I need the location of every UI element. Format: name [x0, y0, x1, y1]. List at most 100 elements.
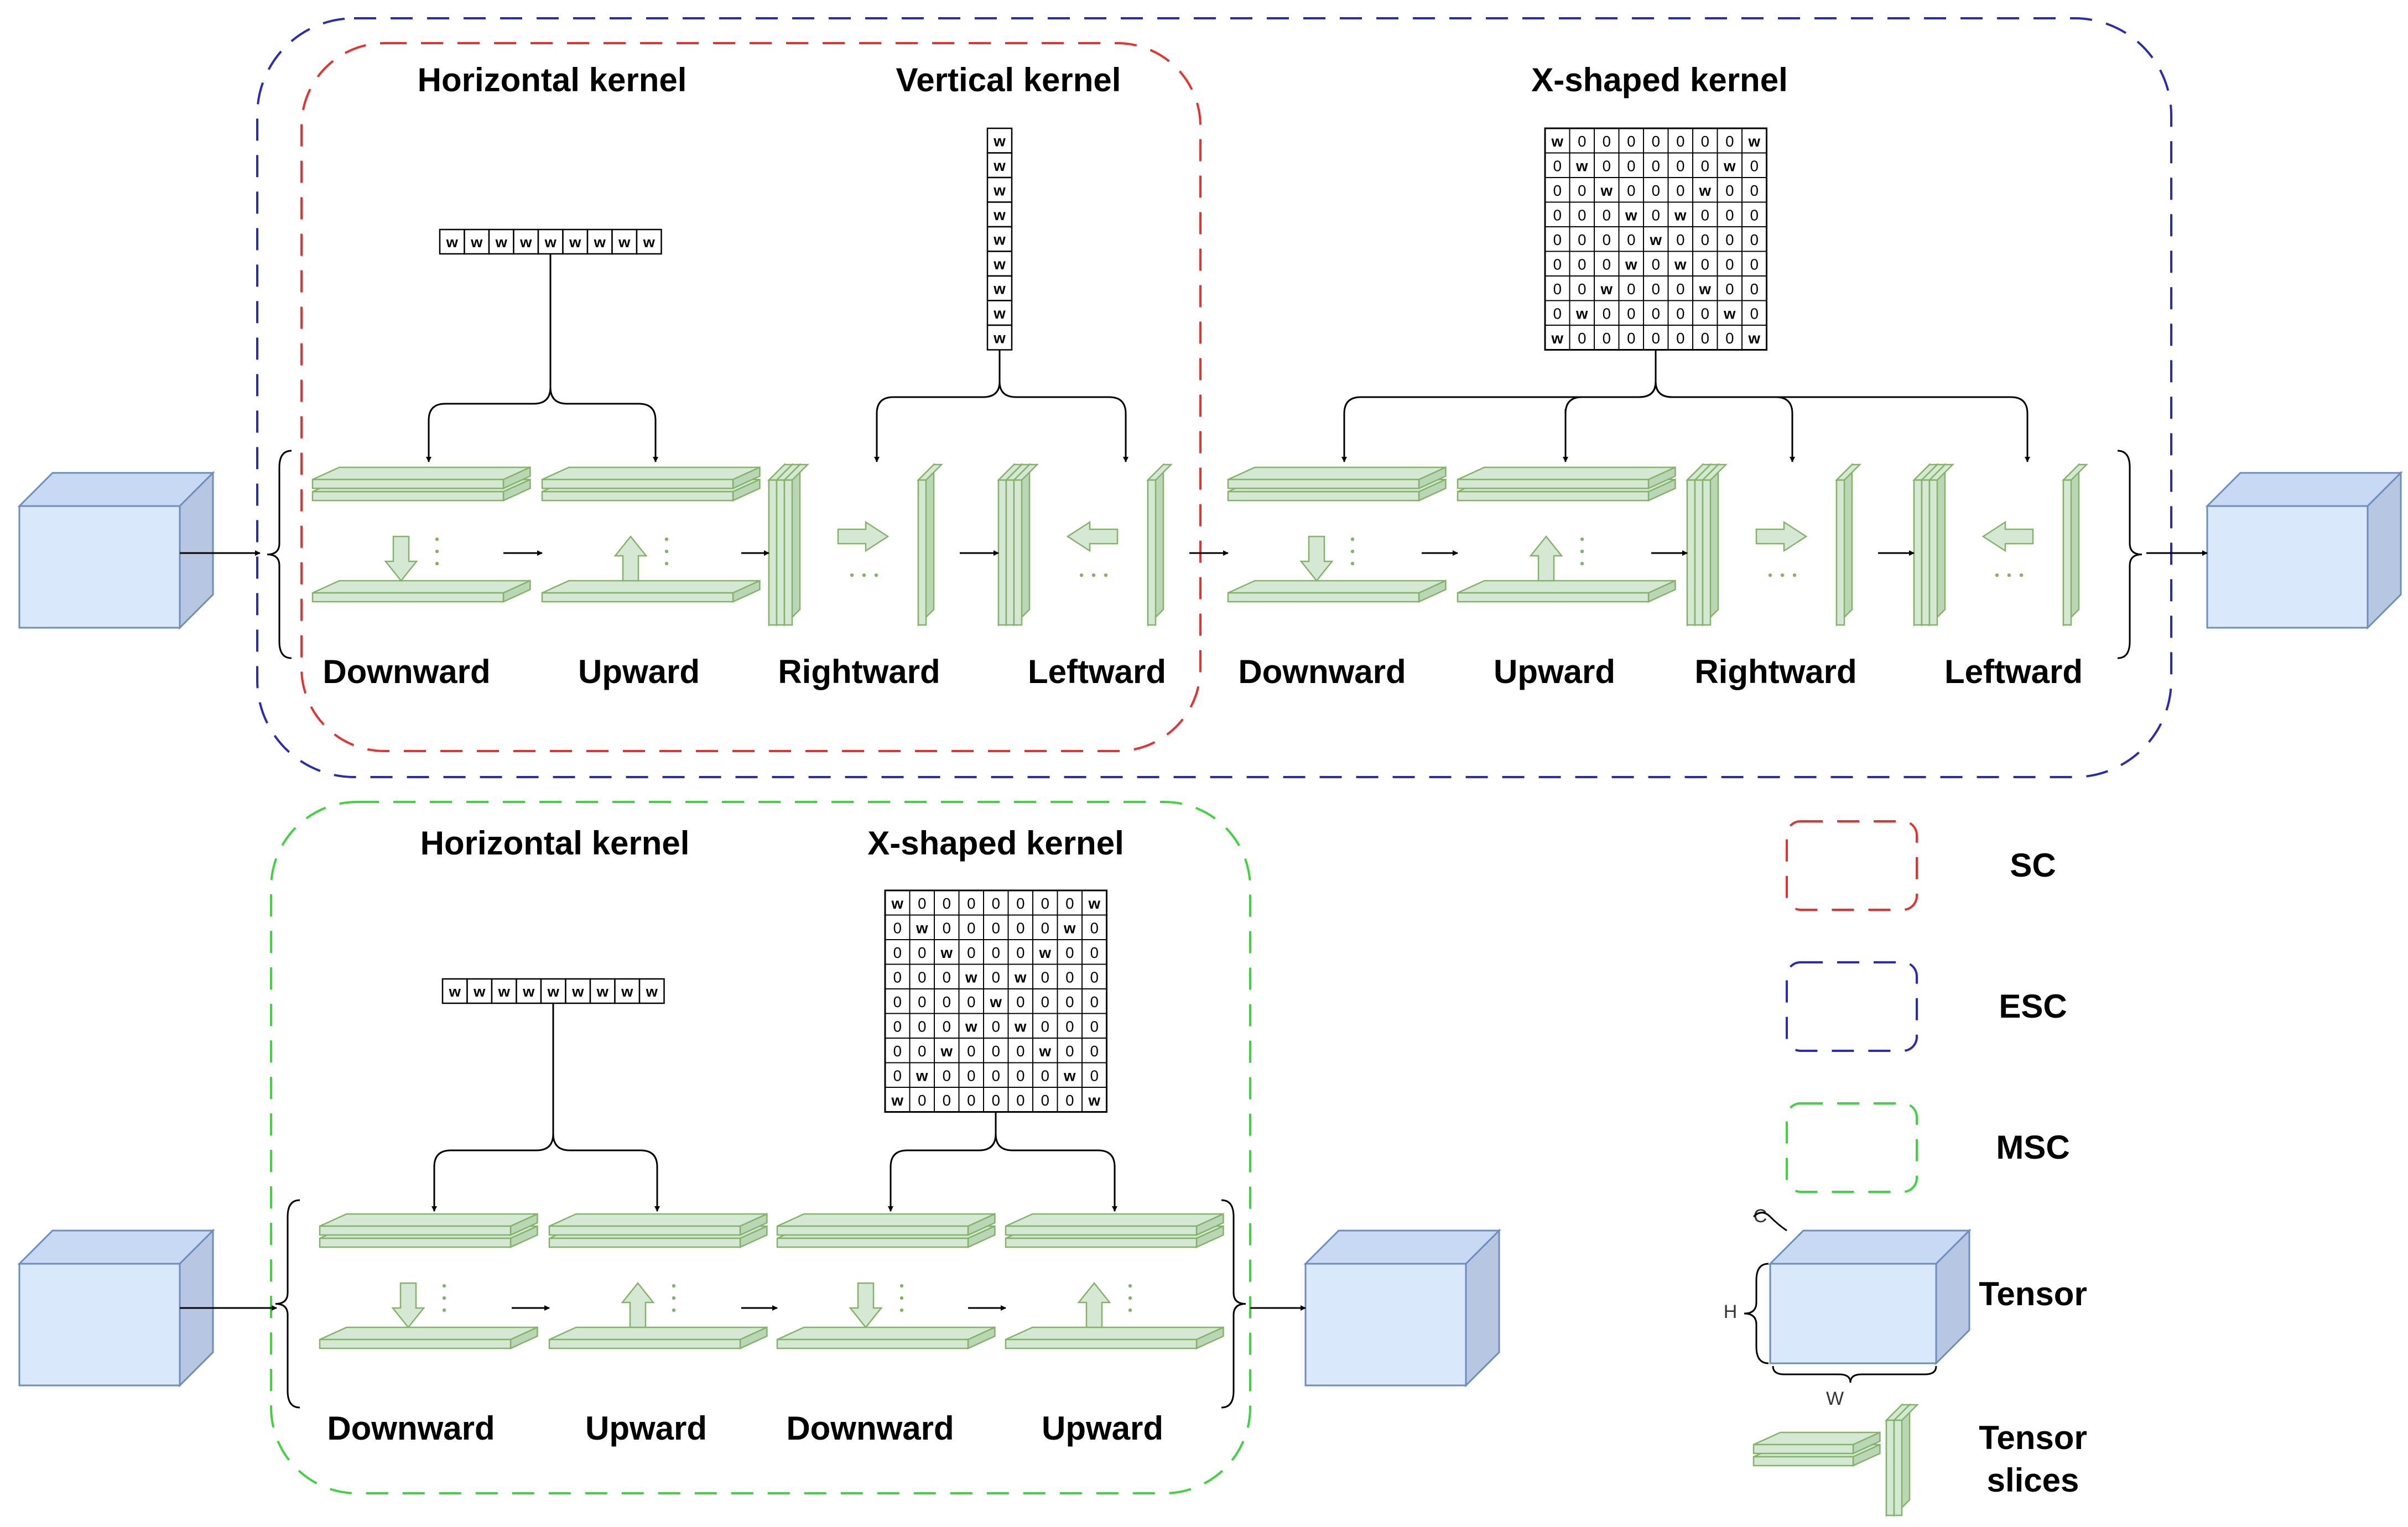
slice-front — [1227, 592, 1420, 603]
kernel-cell — [986, 226, 1013, 252]
kernel-zero: 0 — [943, 968, 951, 986]
legend-c-brace — [1752, 1212, 1787, 1232]
slice-front — [319, 1338, 512, 1349]
kernel-cell — [638, 978, 665, 1004]
kernel-zero: 0 — [918, 895, 926, 912]
kernel-weight: w — [569, 233, 581, 251]
kernel-zero: 0 — [1627, 157, 1635, 174]
continuation-dots — [1128, 1284, 1132, 1312]
kernel-zero: 0 — [1676, 182, 1684, 199]
legend-msc-label: MSC — [1996, 1129, 2069, 1166]
kernel-weight: w — [1039, 1043, 1052, 1060]
kernel-zero: 0 — [1578, 231, 1586, 248]
brace-left-bottom — [275, 1199, 300, 1409]
dot — [442, 1308, 446, 1312]
dot — [442, 1296, 446, 1300]
vslice-front — [1702, 479, 1712, 626]
kernel-weight: w — [495, 233, 508, 251]
kernel-zero: 0 — [1603, 231, 1611, 248]
kernel-weight: w — [993, 206, 1006, 223]
kernel-cell — [491, 978, 517, 1004]
slice-front — [1457, 491, 1650, 502]
kernel-zero: 0 — [1016, 1067, 1024, 1084]
slice-group-upward-bottom-1 — [548, 1213, 768, 1349]
dot — [899, 1308, 904, 1312]
kernel-zero: 0 — [1553, 280, 1562, 298]
slice-top — [1005, 1213, 1224, 1227]
kernel-zero: 0 — [1578, 330, 1586, 347]
xshaped-kernel-label-top: X-shaped kernel — [1531, 61, 1788, 98]
kernel-cell — [439, 228, 465, 255]
continuation-dots — [1079, 573, 1108, 577]
cube-front-face — [1304, 1263, 1467, 1387]
kernel-cell — [441, 978, 468, 1004]
slice-front — [311, 491, 505, 502]
slice-front — [548, 1237, 741, 1248]
kernel-weight: w — [1625, 256, 1637, 273]
horizontal-kernel-label-top: Horizontal kernel — [418, 61, 687, 98]
kernel-zero: 0 — [943, 895, 951, 912]
kernel-weight: w — [470, 233, 483, 251]
output-tensor-top — [2205, 471, 2403, 630]
continuation-dots — [672, 1284, 676, 1312]
kernel-zero: 0 — [1090, 993, 1099, 1010]
kernel-connector — [431, 1003, 554, 1212]
kernel-weight: w — [1748, 330, 1761, 347]
slice-top — [1228, 466, 1446, 481]
kernel-zero: 0 — [1750, 231, 1759, 248]
direction-label-top-4: Leftward — [1028, 653, 1166, 690]
kernel-weight: w — [643, 233, 656, 251]
kernel-zero: 0 — [1016, 993, 1024, 1010]
kernel-zero: 0 — [1627, 280, 1635, 298]
kernel-weight: w — [1014, 1018, 1027, 1035]
kernel-weight: w — [1063, 1067, 1076, 1084]
right-block-arrow — [1755, 520, 1808, 553]
kernel-zero: 0 — [1676, 280, 1684, 298]
kernel-zero: 0 — [1553, 231, 1562, 248]
continuation-dots — [1580, 537, 1584, 566]
up-block-arrow — [613, 535, 648, 582]
kernel-connector — [1564, 381, 1657, 462]
kernel-cell — [1081, 1087, 1107, 1113]
kernel-zero: 0 — [893, 968, 902, 986]
kernel-zero: 0 — [918, 1018, 926, 1035]
kernel-zero: 0 — [967, 1067, 975, 1084]
vslice-front — [1928, 479, 1938, 626]
kernel-zero: 0 — [1090, 919, 1099, 936]
kernel-zero: 0 — [1701, 305, 1709, 322]
brace-right-bottom — [1221, 1199, 1246, 1409]
slice-top — [312, 466, 531, 481]
kernel-weight: w — [940, 944, 953, 961]
kernel-connector — [998, 381, 1128, 462]
kernel-weight: w — [1723, 305, 1736, 322]
output-tensor-bottom — [1303, 1228, 1501, 1388]
slice-top — [312, 580, 531, 594]
kernel-zero: 0 — [1652, 133, 1660, 150]
kernel-cell — [614, 978, 641, 1004]
kernel-zero: 0 — [1065, 968, 1074, 986]
kernel-weight: w — [646, 983, 658, 1000]
continuation-dots — [1995, 573, 2024, 577]
kernel-weight: w — [473, 983, 486, 1000]
kernel-cell — [986, 127, 1013, 154]
input-tensor-bottom — [17, 1228, 215, 1388]
kernel-weight: w — [993, 157, 1006, 174]
kernel-cell — [986, 152, 1013, 179]
direction-label-top-6: Upward — [1494, 653, 1615, 690]
brace-right-top — [2117, 450, 2142, 659]
kernel-zero: 0 — [943, 1067, 951, 1084]
slice-front — [1227, 491, 1420, 502]
legend-sc-label: SC — [2010, 847, 2056, 884]
xshaped-kernel-label-bottom: X-shaped kernel — [867, 825, 1124, 862]
kernel-zero: 0 — [1676, 133, 1684, 150]
slice-top — [1457, 466, 1676, 481]
kernel-zero: 0 — [943, 1092, 951, 1109]
kernel-zero: 0 — [1578, 206, 1586, 223]
kernel-weight: w — [1088, 895, 1101, 912]
kernel-cell — [586, 228, 613, 255]
dot — [1768, 573, 1772, 577]
